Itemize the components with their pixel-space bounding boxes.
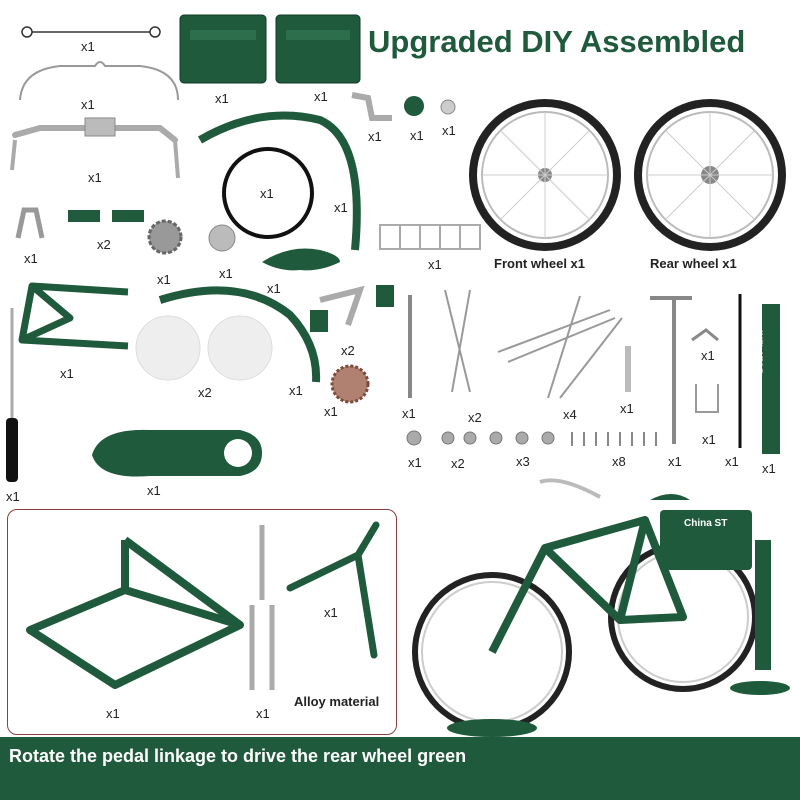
qty-brake-pads: x2 bbox=[97, 237, 111, 252]
qty-pump-hose: x1 bbox=[725, 454, 739, 469]
qty-fork: x1 bbox=[256, 706, 270, 721]
clip-icon bbox=[15, 207, 45, 239]
qty-pedals: x2 bbox=[341, 343, 355, 358]
rear-wheel-icon bbox=[634, 99, 786, 251]
bag-right-strap-icon bbox=[286, 30, 350, 40]
fork-icon bbox=[249, 525, 275, 690]
bell-lever-icon bbox=[351, 92, 392, 121]
pump-handle-icon bbox=[650, 296, 692, 444]
kickstand-bar-icon bbox=[10, 117, 180, 179]
rear-wheel-label: Rear wheel x1 bbox=[650, 256, 737, 271]
sprocket-icon bbox=[330, 364, 370, 404]
page-title: Upgraded DIY Assembled bbox=[368, 24, 746, 59]
saddle-icon bbox=[262, 248, 340, 271]
qty-bell-lever: x1 bbox=[368, 129, 382, 144]
brake-rod-icon bbox=[444, 289, 471, 393]
bike-frame-icon bbox=[26, 536, 244, 689]
banner-text: Rotate the pedal linkage to drive the re… bbox=[9, 746, 467, 766]
qty-screwdriver: x1 bbox=[6, 489, 20, 504]
kickstand-icon bbox=[18, 282, 129, 350]
brake-pad-icon bbox=[112, 210, 144, 222]
screw-icon bbox=[571, 432, 657, 446]
qty-pump-handle: x1 bbox=[668, 454, 682, 469]
qty-pump: x1 bbox=[762, 461, 776, 476]
qty-kickstand: x1 bbox=[60, 366, 74, 381]
qty-clamp: x1 bbox=[701, 348, 715, 363]
rear-rack-icon bbox=[379, 224, 481, 250]
chain-guard-icon bbox=[92, 429, 262, 477]
bell-icon bbox=[404, 96, 424, 116]
qty-rear-fender: x1 bbox=[289, 383, 303, 398]
qty-chain-guard: x1 bbox=[147, 483, 161, 498]
bag-right-icon bbox=[275, 14, 361, 84]
qty-hub-cap: x1 bbox=[219, 266, 233, 281]
qty-rear-bracket: x1 bbox=[81, 97, 95, 112]
qty-bolt: x1 bbox=[442, 123, 456, 138]
material-label: Alloy material bbox=[294, 694, 380, 709]
front-wheel-icon bbox=[469, 99, 621, 251]
bolt-icon bbox=[440, 99, 456, 115]
rear-bracket-icon bbox=[19, 61, 179, 101]
qty-gear: x1 bbox=[157, 272, 171, 287]
qty-spokes: x4 bbox=[563, 407, 577, 422]
qty-seat-stay: x1 bbox=[324, 605, 338, 620]
reflector-disc-icon bbox=[135, 315, 201, 381]
gear-icon bbox=[147, 219, 183, 255]
frame-parts-box bbox=[7, 509, 397, 735]
qty-front-fender: x1 bbox=[334, 200, 348, 215]
front-wheel-label: Front wheel x1 bbox=[494, 256, 586, 271]
assembled-bicycle-icon bbox=[412, 478, 790, 737]
bag-left-icon bbox=[179, 14, 267, 84]
front-fender-icon bbox=[197, 111, 361, 251]
qty-discs: x2 bbox=[198, 385, 212, 400]
reflector-disc-icon bbox=[207, 315, 273, 381]
qty-rod: x1 bbox=[402, 406, 416, 421]
qty-kickstand-bar: x1 bbox=[88, 170, 102, 185]
pump-icon bbox=[762, 304, 780, 454]
rubber-ring-icon bbox=[222, 147, 314, 239]
spoke-icon bbox=[497, 295, 623, 399]
u-bracket-icon bbox=[695, 384, 719, 413]
pump-label: INFLATOR bbox=[754, 330, 764, 375]
qty-sprocket: x1 bbox=[324, 404, 338, 419]
brake-pad-icon bbox=[68, 210, 100, 222]
nut-icon bbox=[406, 430, 555, 446]
bag-left-strap-icon bbox=[190, 30, 256, 40]
qty-frame: x1 bbox=[106, 706, 120, 721]
pedal-crank-icon bbox=[310, 285, 394, 332]
clamp-icon bbox=[691, 328, 719, 342]
qty-nut-c: x3 bbox=[516, 454, 530, 469]
qty-saddle: x1 bbox=[267, 281, 281, 296]
brake-cable-icon bbox=[21, 26, 161, 38]
qty-bag-right: x1 bbox=[314, 89, 328, 104]
chain-guard-hole-icon bbox=[224, 439, 252, 467]
qty-pin: x1 bbox=[620, 401, 634, 416]
bag-label: China ST bbox=[684, 518, 728, 529]
hub-cap-icon bbox=[208, 224, 236, 252]
bottom-banner: Rotate the pedal linkage to drive the re… bbox=[0, 737, 800, 800]
qty-screws: x8 bbox=[612, 454, 626, 469]
qty-nut-b: x2 bbox=[451, 456, 465, 471]
qty-bag-left: x1 bbox=[215, 91, 229, 106]
qty-cable: x1 bbox=[81, 39, 95, 54]
screwdriver-icon bbox=[6, 308, 18, 482]
qty-nut-a: x1 bbox=[408, 455, 422, 470]
rear-fender-icon bbox=[158, 286, 321, 383]
qty-clip: x1 bbox=[24, 251, 38, 266]
qty-rack: x1 bbox=[428, 257, 442, 272]
seat-stay-icon bbox=[286, 521, 380, 659]
qty-brake-rod: x2 bbox=[468, 410, 482, 425]
qty-ring: x1 bbox=[260, 186, 274, 201]
qty-u-bracket: x1 bbox=[702, 432, 716, 447]
qty-bell: x1 bbox=[410, 128, 424, 143]
